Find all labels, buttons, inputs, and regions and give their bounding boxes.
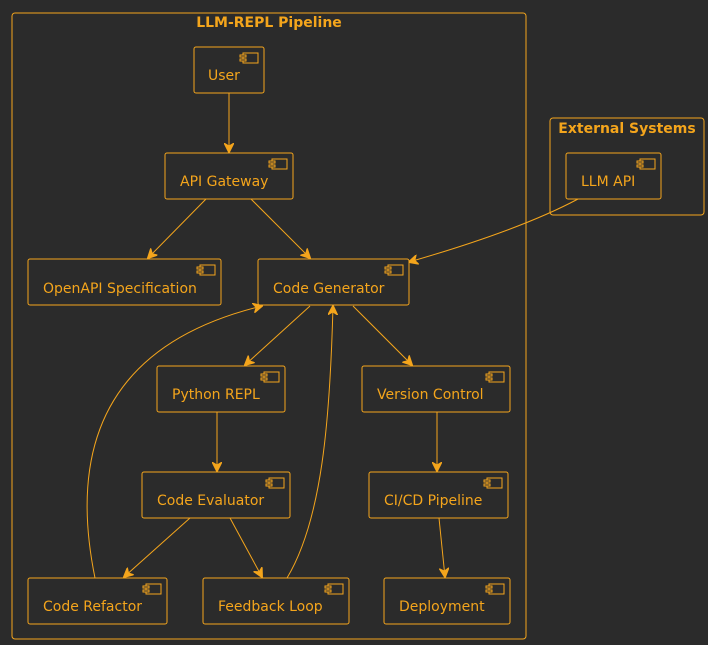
component-feedback-loop[interactable]: Feedback Loop [202,577,350,625]
component-label-llm-api: LLM API [581,174,635,190]
component-icon [384,264,404,276]
edge-code-evaluator-to-feedback-loop [229,517,262,577]
component-python-repl[interactable]: Python REPL [156,365,286,413]
package-external-systems: External Systems [549,117,705,216]
component-label-python-repl: Python REPL [172,387,260,403]
component-label-version-control: Version Control [377,387,484,403]
component-icon [324,583,344,595]
component-openapi-specification[interactable]: OpenAPI Specification [27,258,222,306]
component-label-feedback-loop: Feedback Loop [218,599,323,615]
edge-code-generator-to-python-repl [245,305,311,365]
edge-code-evaluator-to-code-refactor [124,517,191,577]
component-icon [260,371,280,383]
component-label-api-gateway: API Gateway [180,174,268,190]
component-icon [239,52,259,64]
package-title-external: External Systems [558,121,695,137]
component-label-code-refactor: Code Refactor [43,599,142,615]
package-llm-repl-pipeline: LLM-REPL Pipeline [11,12,527,640]
component-icon [268,158,288,170]
component-icon [142,583,162,595]
component-llm-api[interactable]: LLM API [565,152,662,200]
component-icon [636,158,656,170]
edges [86,93,579,579]
component-icon [485,583,505,595]
component-label-code-generator: Code Generator [273,281,385,297]
edge-llm-api-to-code-generator [409,198,579,262]
package-title-pipeline: LLM-REPL Pipeline [196,15,342,31]
component-api-gateway[interactable]: API Gateway [164,152,294,200]
edge-code-generator-to-version-control [352,305,412,365]
component-code-generator[interactable]: Code Generator [257,258,410,306]
component-label-user: User [208,68,240,84]
edge-code-refactor-to-code-generator [86,306,262,579]
component-icon [483,477,503,489]
edge-api-gateway-to-code-generator [250,198,310,258]
edge-cicd-to-deployment [438,517,445,577]
component-version-control[interactable]: Version Control [361,365,511,413]
component-deployment[interactable]: Deployment [383,577,511,625]
component-icon [196,264,216,276]
component-label-code-evaluator: Code Evaluator [157,493,264,509]
component-user[interactable]: User [193,46,265,94]
component-code-evaluator[interactable]: Code Evaluator [141,471,291,519]
edge-feedback-loop-to-code-generator [286,306,333,579]
component-icon [485,371,505,383]
component-label-openapi-specification: OpenAPI Specification [43,281,197,297]
component-label-cicd-pipeline: CI/CD Pipeline [384,493,482,509]
component-cicd-pipeline[interactable]: CI/CD Pipeline [368,471,509,519]
component-code-refactor[interactable]: Code Refactor [27,577,168,625]
edge-api-gateway-to-openapi [148,198,207,258]
component-label-deployment: Deployment [399,599,485,615]
component-icon [265,477,285,489]
